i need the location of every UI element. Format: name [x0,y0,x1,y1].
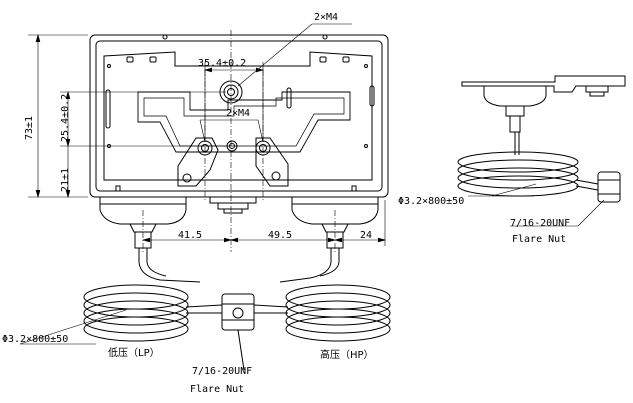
capillary-spec-right: Φ3.2×800±50 [398,196,465,207]
lp-capillary-coil [83,248,223,342]
hp-capillary-coil [253,248,391,342]
vertical-dimension-b: 21±1 [60,167,71,192]
switch-side-view [457,75,626,203]
m4-mid-label: 2×M4 [226,108,251,119]
flare-nut-label-left: Flare Nut [190,384,245,395]
center-flare-nut [221,293,255,371]
thread-spec-left: 7/16-20UNF [192,366,253,377]
high-pressure-label: 高压（HP） [320,350,374,361]
m4-top-label: 2×M4 [314,12,339,23]
height-dimension: 73±1 [24,115,35,140]
lp-offset-dimension: 41.5 [178,230,203,241]
side-leader-lines [468,183,605,227]
thread-spec-right: 7/16-20UNF [510,218,571,229]
dimension-lines [28,33,387,246]
low-pressure-label: 低压（LP） [108,348,160,359]
vertical-dimension-a: 25.4±0.2 [60,93,71,142]
edge-dimension: 24 [360,230,373,241]
capillary-spec-left: Φ3.2×800±50 [2,334,69,345]
centerlines [142,30,336,252]
leader-lines [19,23,352,345]
flare-nut-label-right: Flare Nut [512,234,567,245]
hole-spacing-dimension: 35.4±0.2 [198,58,247,69]
switch-body-front-view [89,34,389,214]
hp-offset-dimension: 49.5 [268,230,293,241]
